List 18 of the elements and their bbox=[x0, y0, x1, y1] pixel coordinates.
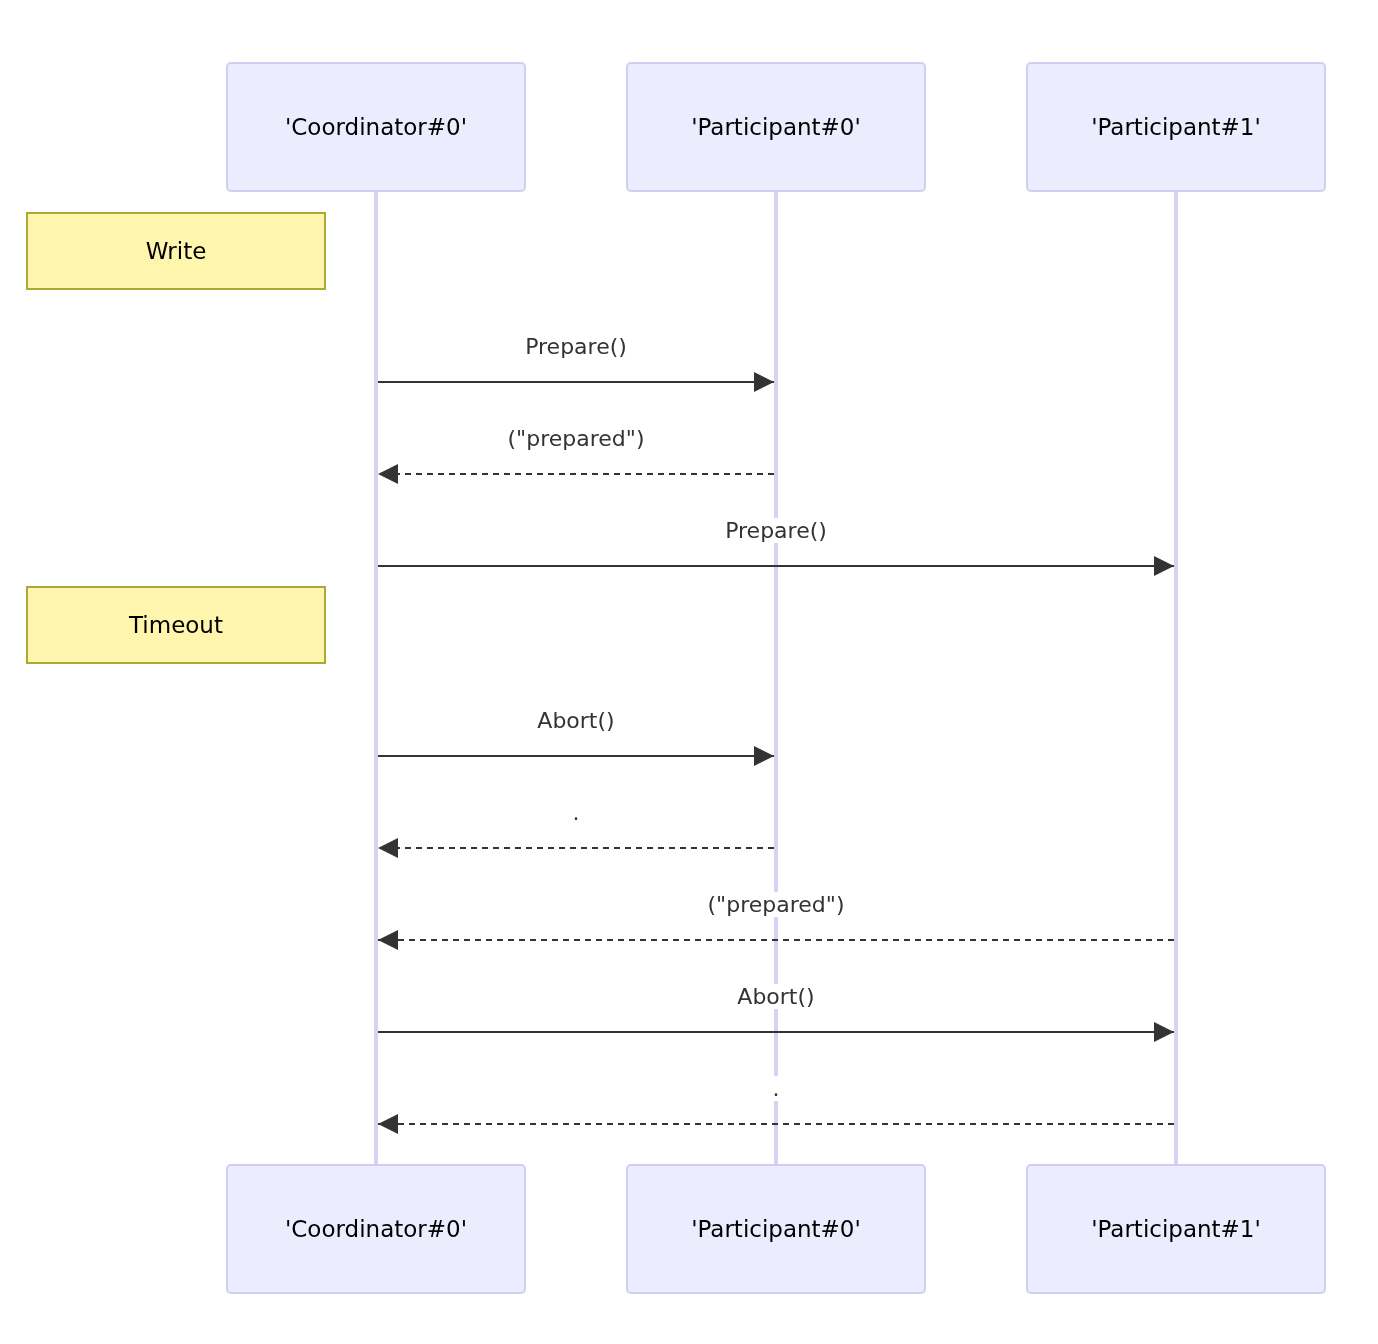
arrow bbox=[377, 1022, 1175, 1042]
dashed-arrow bbox=[377, 464, 775, 484]
dashed-arrow bbox=[377, 838, 775, 858]
actor-box: 'Participant#1' bbox=[1026, 62, 1326, 192]
note-box: Timeout bbox=[26, 586, 326, 664]
actor-box: 'Participant#0' bbox=[626, 62, 926, 192]
dashed-arrow bbox=[377, 1114, 1175, 1134]
actor-box: 'Participant#1' bbox=[1026, 1164, 1326, 1294]
actor-box: 'Coordinator#0' bbox=[226, 1164, 526, 1294]
dashed-arrow bbox=[377, 930, 1175, 950]
actor-box: 'Coordinator#0' bbox=[226, 62, 526, 192]
arrow bbox=[377, 556, 1175, 576]
arrow bbox=[377, 746, 775, 766]
arrow bbox=[377, 372, 775, 392]
actor-box: 'Participant#0' bbox=[626, 1164, 926, 1294]
lifeline bbox=[374, 192, 378, 1164]
note-box: Write bbox=[26, 212, 326, 290]
lifeline bbox=[1174, 192, 1178, 1164]
